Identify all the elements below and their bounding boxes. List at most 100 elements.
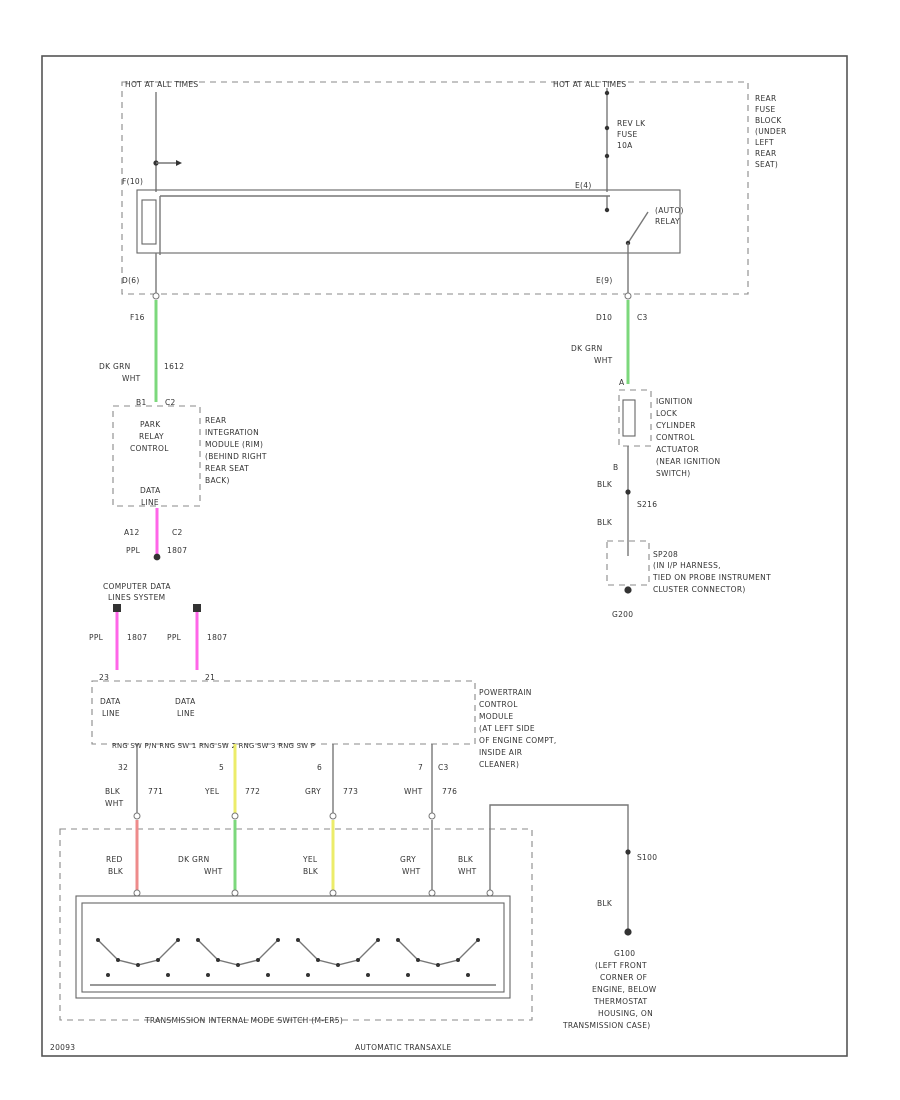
mid-wire-3-circuit: 776: [442, 787, 457, 796]
left-pin-bottom: D(6): [122, 276, 140, 285]
rim-module-outline: [112, 405, 201, 507]
pcm-label-4: OF ENGINE COMPT,: [479, 736, 557, 745]
data-link-title-0: COMPUTER DATA: [103, 582, 171, 591]
fuse-block-label-3: (UNDER: [755, 127, 787, 136]
fuse-label-0: REV LK: [617, 119, 646, 128]
fuse-block-label-1: FUSE: [755, 105, 776, 114]
switch-wire-2-color: YEL: [302, 855, 318, 864]
right-output-terminal: [624, 292, 632, 300]
mid-wire-0-color: BLK: [105, 787, 121, 796]
switch-wire-0-color: RED: [106, 855, 123, 864]
contact-dot-8: [216, 958, 220, 962]
contact-dot-16: [336, 963, 340, 967]
sw-terminal-5: [486, 889, 494, 897]
rim-pin: B1: [136, 398, 147, 407]
contact-dot-2: [136, 963, 140, 967]
mid-wire-1-circuit: 772: [245, 787, 260, 796]
footer-left-code: 20093: [50, 1043, 75, 1052]
switch-pin-b: B: [613, 463, 618, 472]
mode-switch-body: [75, 895, 511, 999]
pcm-conn: C3: [438, 763, 449, 772]
pcm-label-2: MODULE: [479, 712, 513, 721]
switch-pin-a: A: [619, 378, 625, 387]
s216-splice: [625, 489, 631, 495]
rim-side-0: REAR: [205, 416, 227, 425]
pcm-label-3: (AT LEFT SIDE: [479, 724, 535, 733]
mid-terminal-1: [133, 812, 141, 820]
pcm-input-label: RNG SW P/N RNG SW 1 RNG SW 2 RNG SW 3 RN…: [112, 742, 315, 750]
sw-terminal-3: [329, 889, 337, 897]
contact-dot-13: [266, 973, 270, 977]
g100-ground: [624, 928, 632, 936]
g200-label: G200: [612, 610, 633, 619]
rim-out-conn: C2: [172, 528, 183, 537]
data-link-wire-a: PPL: [89, 633, 104, 642]
g100-label-1: (LEFT FRONT: [595, 961, 647, 970]
contact-dot-9: [236, 963, 240, 967]
switch-label-6: SWITCH): [656, 469, 690, 478]
fuse-dot-top: [604, 125, 610, 131]
g100-label-4: THERMOSTAT: [593, 997, 648, 1006]
switch-wire-3-color: GRY: [400, 855, 416, 864]
contact-dot-18: [376, 938, 380, 942]
wire-right-pin: D10: [596, 313, 612, 322]
rim-out-wire-num: 1807: [167, 546, 187, 555]
contact-dot-24: [456, 958, 460, 962]
sw-terminal-4: [428, 889, 436, 897]
rim-out-splice: [153, 553, 161, 561]
mid-wire-2-color: GRY: [305, 787, 321, 796]
fuse-block-label-4: LEFT: [755, 138, 774, 147]
contact-dot-4: [176, 938, 180, 942]
rim-inner-2: CONTROL: [130, 444, 169, 453]
mid-wire-1-color: YEL: [204, 787, 220, 796]
relay-label-1: RELAY: [655, 217, 680, 226]
pcm-label-1: CONTROL: [479, 700, 518, 709]
right-pin-bottom: E(9): [596, 276, 613, 285]
contact-dot-22: [416, 958, 420, 962]
contact-dot-3: [156, 958, 160, 962]
mode-switch-label: TRANSMISSION INTERNAL MODE SWITCH (M-ER5…: [144, 1016, 343, 1025]
pcm-data-a-1: LINE: [102, 709, 120, 718]
pcm-pin-2: 6: [317, 763, 322, 772]
contact-dot-6: [166, 973, 170, 977]
pcm-pin-0: 32: [118, 763, 128, 772]
contact-dot-20: [366, 973, 370, 977]
pcm-label-6: CLEANER): [479, 760, 519, 769]
fuse-label-2: 10A: [617, 141, 633, 150]
g100-label-2: CORNER OF: [600, 973, 647, 982]
switch-wire-0-color2: BLK: [108, 867, 124, 876]
pcm-outline: [91, 680, 476, 745]
mid-terminal-4: [428, 812, 436, 820]
switch-wire1: BLK: [597, 480, 613, 489]
left-power-label: HOT AT ALL TIMES: [125, 80, 198, 89]
right-pin-top: E(4): [575, 181, 592, 190]
contact-dot-19: [306, 973, 310, 977]
rim-out-wire: PPL: [126, 546, 141, 555]
relay-coil: [141, 199, 157, 245]
sw-terminal-1: [133, 889, 141, 897]
contact-arc-3: [297, 939, 379, 966]
wire-right-label-1: WHT: [594, 356, 613, 365]
g100-label-5: HOUSING, ON: [598, 1009, 653, 1018]
switch-label-2: CYLINDER: [656, 421, 696, 430]
ignition-actuator-coil: [622, 399, 636, 437]
g100-label-3: ENGINE, BELOW: [592, 985, 657, 994]
switch-wire-1-color: DK GRN: [178, 855, 210, 864]
ground-right-wire: BLK: [597, 899, 613, 908]
contact-dot-23: [436, 963, 440, 967]
wire-left-pin: F16: [130, 313, 145, 322]
rim-side-4: REAR SEAT: [205, 464, 249, 473]
ignition-actuator-outline: [618, 389, 652, 447]
contact-arc-1: [97, 939, 179, 966]
rim-data-1: LINE: [141, 498, 159, 507]
pcm-pin-a: 23: [99, 673, 109, 682]
switch-wire-3-color2: WHT: [402, 867, 421, 876]
contact-dot-17: [356, 958, 360, 962]
switch-wire-4-color2: WHT: [458, 867, 477, 876]
relay-body: [136, 189, 681, 254]
rim-data-0: DATA: [140, 486, 161, 495]
left-pin-top: F(10): [122, 177, 143, 186]
data-link-num-b: 1807: [207, 633, 227, 642]
diagram-frame: [41, 55, 848, 1057]
